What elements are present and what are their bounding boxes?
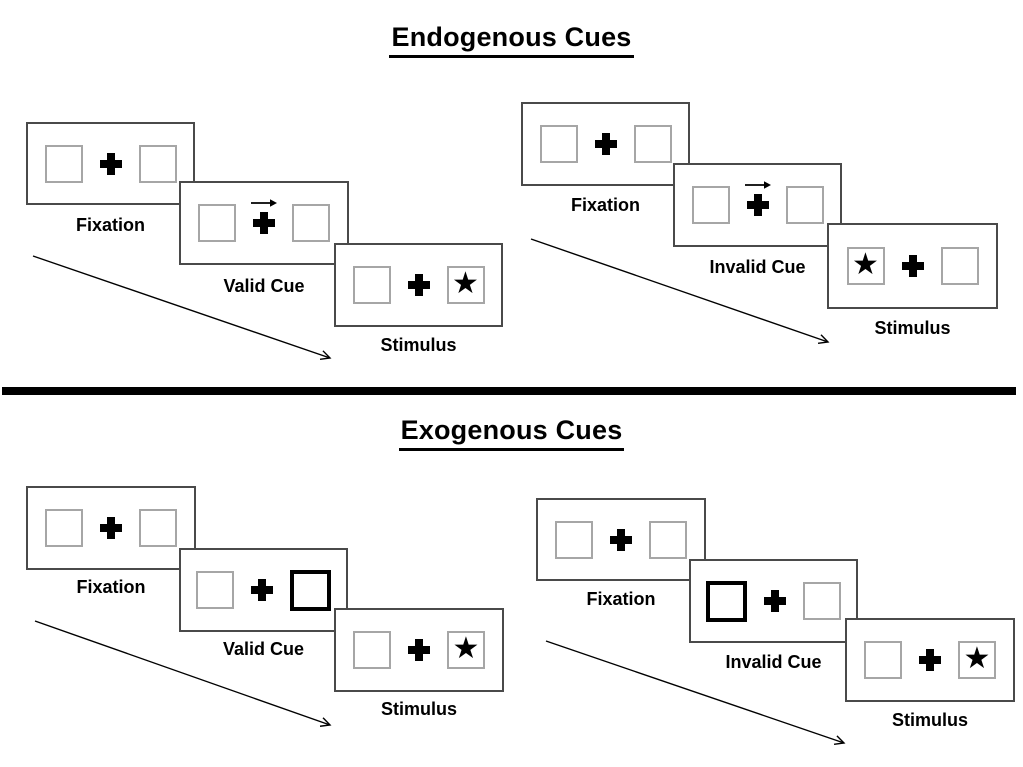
- fixation-label: Fixation: [570, 195, 640, 215]
- stimulus-label: Stimulus: [380, 699, 457, 719]
- left-cue-highlight-box: [706, 580, 747, 622]
- exogenous-valid-time-arrow: [34, 620, 330, 725]
- fixation-cross-icon: [99, 152, 122, 175]
- valid-cue-label: Valid Cue: [223, 276, 305, 296]
- left-placeholder-box: [352, 266, 391, 304]
- right-placeholder-box: [785, 186, 824, 224]
- star-target-icon: ★: [852, 247, 879, 282]
- exogenous-section-title: Exogenous Cues: [0, 415, 1023, 451]
- stimulus-screen: ★: [827, 223, 998, 309]
- exogenous-title-text: Exogenous Cues: [398, 415, 625, 451]
- right-placeholder-box: [633, 125, 672, 163]
- fixation-cross-icon: [100, 517, 122, 539]
- star-target-icon: ★: [963, 641, 991, 676]
- left-placeholder-box: [691, 186, 730, 224]
- fixation-screen: [26, 486, 196, 570]
- valid-cue-label: Valid Cue: [222, 639, 305, 659]
- fixation-cross-icon: [251, 199, 277, 234]
- fixation-label: Fixation: [76, 577, 146, 597]
- right-target-box: ★: [446, 266, 485, 304]
- cue-arrow-right-icon: [744, 181, 771, 189]
- fixation-screen: [521, 102, 690, 186]
- star-target-icon: ★: [452, 266, 479, 301]
- fixation-cross-icon: [901, 255, 924, 277]
- endogenous-valid-time-arrow: [32, 255, 330, 358]
- right-placeholder-box: [292, 204, 330, 242]
- fixation-cross-icon: [408, 639, 430, 661]
- left-placeholder-box: [196, 571, 234, 609]
- fixation-cross-icon: [251, 579, 273, 601]
- section-divider: [2, 387, 1016, 395]
- left-target-box: ★: [846, 247, 885, 285]
- stimulus-screen: ★: [334, 243, 503, 327]
- left-placeholder-box: [539, 125, 578, 163]
- right-placeholder-box: [803, 582, 841, 620]
- fixation-cross-icon: [610, 528, 632, 551]
- stimulus-label: Stimulus: [380, 335, 457, 355]
- fixation-screen: [26, 122, 195, 205]
- left-placeholder-box: [555, 520, 593, 559]
- endogenous-invalid-time-arrow: [530, 238, 828, 342]
- cue-arrow-right-icon: [251, 199, 277, 207]
- left-placeholder-box: [45, 509, 83, 547]
- fixation-cross-icon: [764, 590, 786, 612]
- stimulus-screen: ★: [845, 618, 1015, 702]
- stimulus-label: Stimulus: [891, 710, 968, 730]
- endogenous-title-text: Endogenous Cues: [389, 22, 634, 58]
- right-cue-highlight-box: [290, 569, 331, 611]
- right-placeholder-box: [649, 520, 687, 559]
- left-placeholder-box: [864, 641, 902, 679]
- fixation-cross-icon: [594, 133, 617, 155]
- valid-cue-screen: [179, 548, 348, 632]
- fixation-cross-icon: [407, 274, 430, 296]
- stimulus-screen: ★: [334, 608, 504, 692]
- valid-cue-screen: [179, 181, 349, 265]
- fixation-label: Fixation: [75, 215, 145, 235]
- right-placeholder-box: [138, 144, 177, 183]
- invalid-cue-label: Invalid Cue: [709, 257, 806, 277]
- fixation-cross-icon: [919, 649, 941, 671]
- left-placeholder-box: [198, 204, 236, 242]
- invalid-cue-screen: [689, 559, 858, 643]
- left-placeholder-box: [353, 631, 391, 669]
- right-placeholder-box: [940, 247, 979, 285]
- left-placeholder-box: [44, 144, 83, 183]
- right-placeholder-box: [139, 509, 177, 547]
- right-target-box: ★: [447, 631, 485, 669]
- fixation-cross-icon: [744, 181, 771, 216]
- endogenous-section-title: Endogenous Cues: [0, 22, 1023, 58]
- invalid-cue-screen: [673, 163, 842, 247]
- fixation-screen: [536, 498, 706, 581]
- stimulus-label: Stimulus: [874, 318, 951, 338]
- fixation-label: Fixation: [586, 589, 656, 609]
- invalid-cue-label: Invalid Cue: [725, 652, 822, 672]
- star-target-icon: ★: [452, 631, 480, 666]
- right-target-box: ★: [958, 641, 996, 679]
